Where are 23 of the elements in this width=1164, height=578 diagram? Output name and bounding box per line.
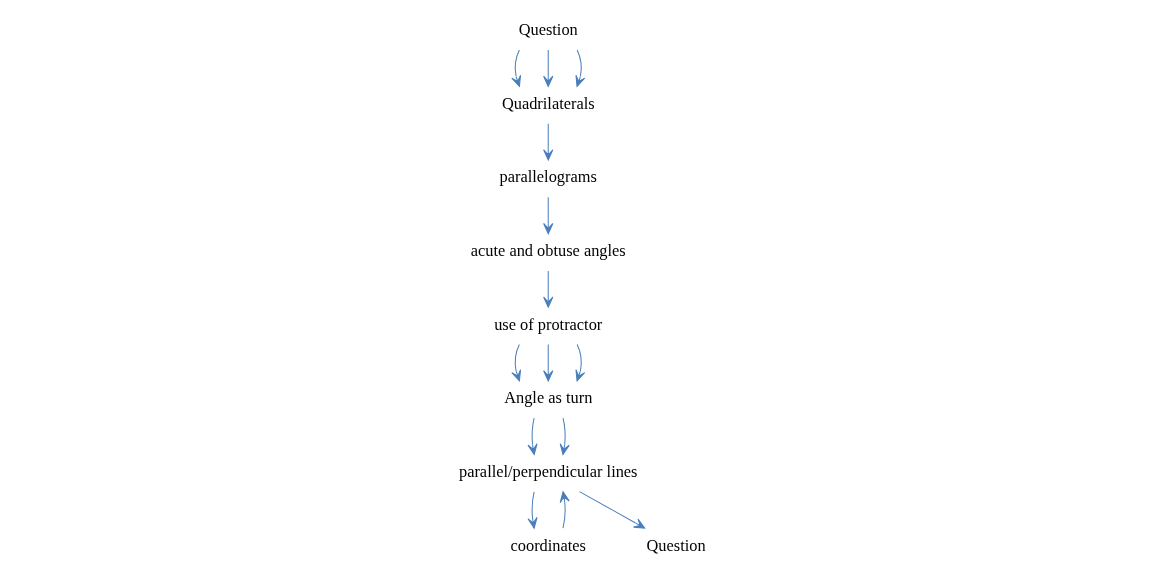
arrow [542, 123, 553, 161]
node-text: Question [646, 535, 706, 555]
arrow [510, 49, 521, 87]
node-text: parallelograms [499, 167, 597, 187]
arrow [542, 49, 553, 87]
arrow [542, 196, 553, 235]
arrow [526, 417, 538, 456]
arrow [542, 344, 553, 382]
arrow [542, 270, 553, 308]
arrow [574, 344, 585, 382]
node-text: Question [518, 20, 578, 40]
node-text: use of protractor [493, 314, 602, 334]
arrow [526, 491, 538, 529]
node-text: Quadrilaterals [501, 93, 595, 113]
arrow [578, 491, 645, 529]
arrow [559, 491, 570, 529]
arrow [510, 344, 521, 382]
arrow [574, 49, 585, 87]
node-text: coordinates [510, 535, 586, 555]
node-text: parallel/perpendicular lines [458, 461, 637, 481]
node-text: acute and obtuse angles [470, 241, 626, 261]
arrow [559, 417, 570, 456]
node-text: Angle as turn [503, 388, 592, 408]
